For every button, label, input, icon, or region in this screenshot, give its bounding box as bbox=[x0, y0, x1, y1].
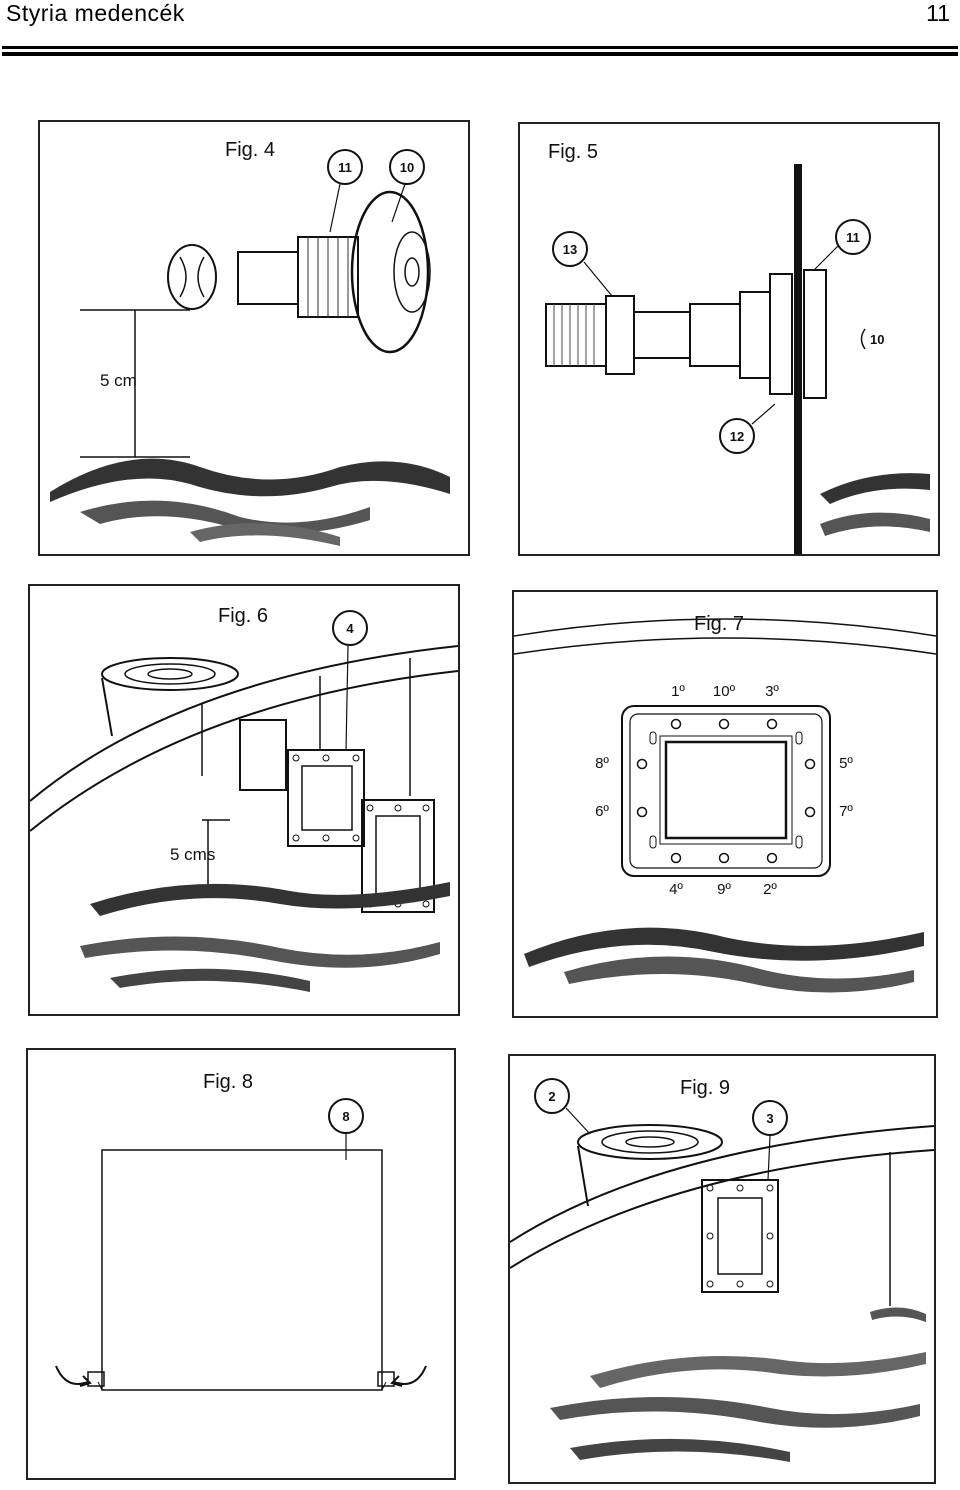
callout-2-circle bbox=[534, 1078, 570, 1114]
order-9-text: 9º bbox=[717, 881, 731, 898]
figure-6-illustration: Fig. 6 4 5 cms bbox=[30, 605, 458, 992]
figure-7-illustration: Fig. 7 1º 10º 3º 8º 6º 5º 7º 4º 9º 2º bbox=[514, 613, 936, 993]
figure-5-label: Fig. 5 bbox=[548, 141, 598, 163]
callout-13-circle bbox=[552, 231, 588, 267]
callout-4-circle bbox=[332, 610, 368, 646]
callout-10-text: 10 bbox=[870, 332, 884, 347]
wall-cutout bbox=[239, 719, 287, 791]
callout-8-text: 8 bbox=[342, 1109, 349, 1124]
order-5-text: 5º bbox=[839, 755, 853, 772]
callout-3-text: 3 bbox=[766, 1111, 773, 1126]
faceplate-frame-icon bbox=[361, 799, 435, 913]
order-4-text: 4º bbox=[669, 881, 683, 898]
skimmer-icon bbox=[101, 657, 239, 691]
figure-8-label: Fig. 8 bbox=[203, 1071, 253, 1093]
callout-10-text: 10 bbox=[400, 160, 414, 175]
installed-faceplate-icon bbox=[701, 1179, 779, 1293]
bolt-order-frame-icon bbox=[621, 705, 831, 877]
order-6-text: 6º bbox=[595, 803, 609, 820]
callout-11-circle bbox=[327, 149, 363, 185]
callout-8-circle bbox=[328, 1098, 364, 1134]
pool-rim bbox=[514, 618, 936, 637]
figure-5-panel: Fig. 5 13 11 10 12 bbox=[518, 122, 940, 556]
measure-5cm-text: 5 cm bbox=[100, 371, 137, 390]
callout-11-text: 11 bbox=[846, 230, 860, 245]
header-rule-thick bbox=[2, 52, 958, 56]
fold-arrow-left-icon bbox=[55, 1365, 89, 1385]
fold-arrow-right-icon bbox=[393, 1365, 427, 1385]
figure-8-illustration: Fig. 8 8 bbox=[55, 1071, 427, 1391]
water-wave bbox=[50, 458, 450, 502]
order-2-text: 2º bbox=[763, 881, 777, 898]
figure-9-panel: Fig. 9 2 3 bbox=[508, 1054, 936, 1484]
pipe-segment bbox=[633, 311, 691, 359]
order-10-text: 10º bbox=[713, 683, 736, 700]
figure-4-illustration: Fig. 4 11 10 5 cm bbox=[50, 139, 450, 546]
callout-4-text: 4 bbox=[346, 621, 354, 636]
order-8-text: 8º bbox=[595, 755, 609, 772]
figure-9-label: Fig. 9 bbox=[680, 1077, 730, 1099]
order-1-text: 1º bbox=[671, 683, 685, 700]
gasket bbox=[769, 273, 793, 395]
skimmer-icon bbox=[577, 1124, 723, 1160]
flange bbox=[803, 269, 827, 399]
callout-12-circle bbox=[719, 418, 755, 454]
water-wave bbox=[870, 1307, 926, 1322]
figure-6-panel: Fig. 6 4 5 cms bbox=[28, 584, 460, 1016]
callout-2-text: 2 bbox=[548, 1089, 555, 1104]
measure-5cms-text: 5 cms bbox=[170, 845, 215, 864]
callout-12-text: 12 bbox=[730, 429, 744, 444]
figure-9-illustration: Fig. 9 2 3 bbox=[510, 1077, 934, 1462]
threaded-connector-icon bbox=[545, 303, 607, 367]
pool-rim bbox=[30, 645, 458, 802]
order-3-text: 3º bbox=[765, 683, 779, 700]
thread-body bbox=[739, 291, 771, 379]
lock-nut bbox=[605, 295, 635, 375]
header-rule bbox=[2, 46, 958, 49]
flange-icon bbox=[350, 190, 430, 354]
water-wave bbox=[90, 882, 450, 916]
figure-4-label: Fig. 4 bbox=[225, 139, 275, 161]
threaded-fitting-icon bbox=[297, 236, 359, 318]
figure-7-label: Fig. 7 bbox=[694, 613, 744, 635]
water-wave bbox=[524, 927, 924, 967]
pool-rim bbox=[510, 1125, 934, 1243]
callout-11-text: 11 bbox=[338, 160, 352, 175]
figure-5-illustration: Fig. 5 13 11 10 12 bbox=[545, 141, 930, 554]
page-number: 11 bbox=[926, 0, 950, 26]
water-wave bbox=[820, 473, 930, 504]
pool-wall bbox=[794, 164, 802, 554]
pipe-segment bbox=[237, 251, 299, 305]
figure-8-panel: Fig. 8 8 bbox=[26, 1048, 456, 1480]
callout-10-circle bbox=[389, 149, 425, 185]
order-7-text: 7º bbox=[839, 803, 853, 820]
figure-7-panel: Fig. 7 1º 10º 3º 8º 6º 5º 7º 4º 9º 2º bbox=[512, 590, 938, 1018]
figure-4-panel: Fig. 4 11 10 5 cm bbox=[38, 120, 470, 556]
liner-sheet bbox=[101, 1149, 383, 1391]
callout-11-circle bbox=[835, 219, 871, 255]
figure-6-label: Fig. 6 bbox=[218, 605, 268, 627]
callout-13-text: 13 bbox=[563, 242, 577, 257]
nozzle-cap-icon bbox=[167, 244, 217, 310]
gasket-frame-icon bbox=[287, 749, 365, 847]
document-title: Styria medencék bbox=[6, 0, 185, 26]
callout-3-circle bbox=[752, 1100, 788, 1136]
